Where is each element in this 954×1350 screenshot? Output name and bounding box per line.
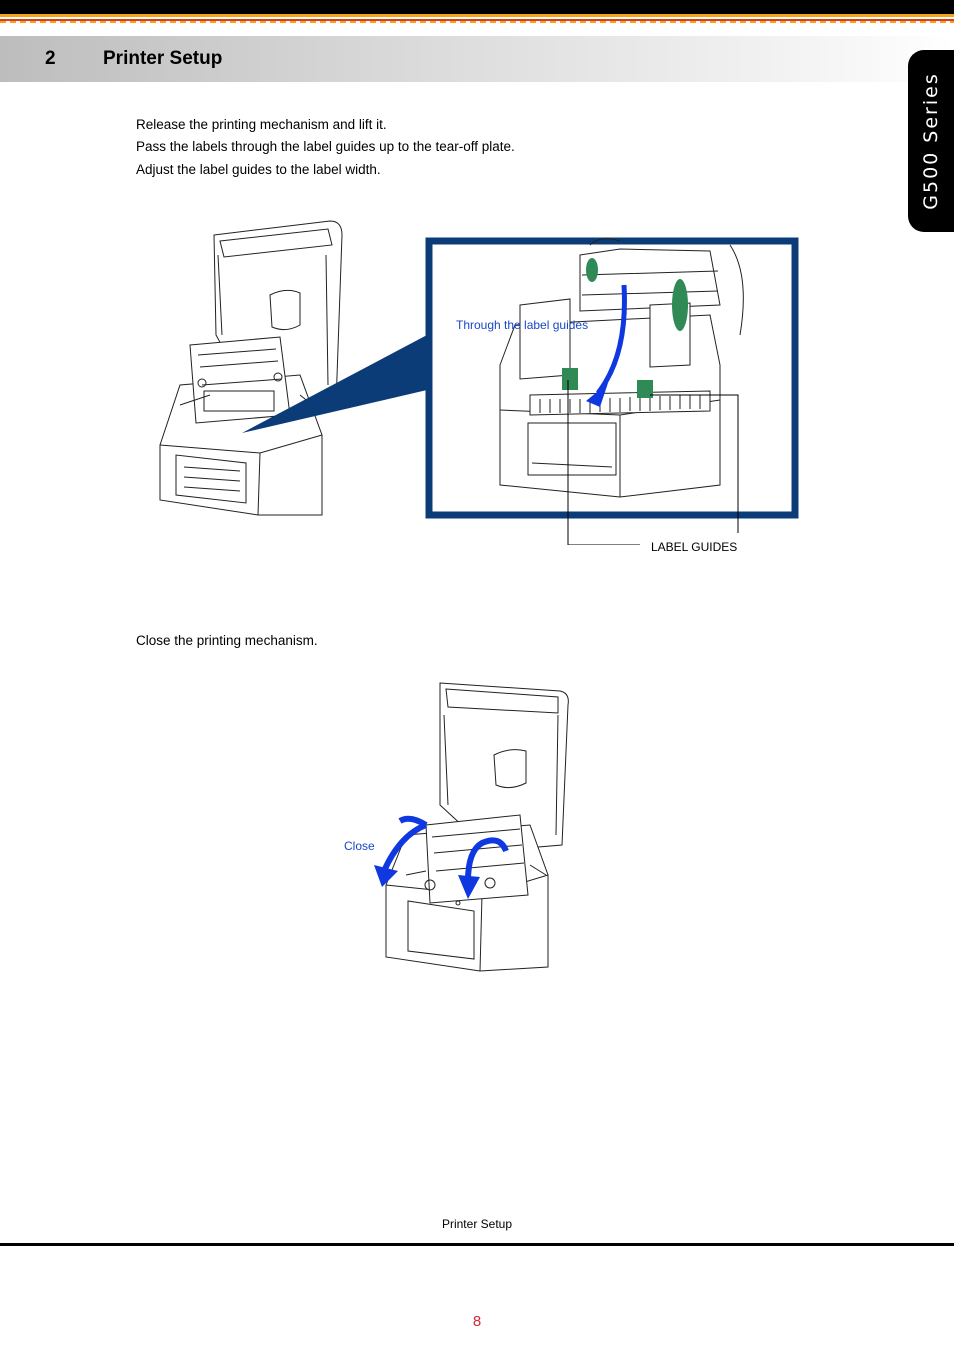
figure-open-printer <box>159 220 799 545</box>
step-adjust-guides: Adjust the label guides to the label wid… <box>136 162 381 177</box>
guide-leader-right <box>650 394 739 533</box>
figure-close-mechanism <box>374 682 569 972</box>
footer-title: Printer Setup <box>441 1217 513 1231</box>
step-release: Release the printing mechanism and lift … <box>136 117 387 132</box>
label-guide-left <box>562 368 578 390</box>
feed-arrowhead <box>586 383 608 407</box>
close-arrow-left <box>381 822 428 873</box>
label-guide-right <box>637 380 653 398</box>
top-stripe-red <box>0 19 954 21</box>
callout-label-guides: LABEL GUIDES <box>651 540 738 554</box>
callout-close: Close <box>344 839 375 853</box>
ribbon-spindle-right <box>672 279 688 331</box>
close-arrow-right <box>465 837 509 882</box>
section-title: Printer Setup <box>103 48 223 69</box>
top-bar <box>0 0 954 14</box>
printer-close-illustration <box>385 682 569 972</box>
step-close: Close the printing mechanism. <box>136 633 318 648</box>
close-arrowhead-left <box>374 865 398 887</box>
ribbon-spindle-left <box>586 258 598 282</box>
callout-through-guides: Through the label guides <box>456 318 589 332</box>
section-heading: 2 Printer Setup <box>0 36 954 82</box>
close-arrowhead-right <box>458 875 480 899</box>
series-side-tab: G500 Series <box>908 50 954 232</box>
top-stripe-dashed <box>0 21 954 23</box>
page-number: 8 <box>472 1313 482 1330</box>
series-label: G500 Series <box>920 72 942 210</box>
footer-rule <box>0 1243 954 1246</box>
printer-small-illustration <box>159 220 343 516</box>
section-number: 2 <box>45 48 56 69</box>
guide-leader-left <box>567 380 640 545</box>
top-stripe <box>0 14 954 17</box>
top-stripe-gap <box>0 17 954 19</box>
feed-arrow <box>596 284 627 395</box>
step-pass-labels: Pass the labels through the label guides… <box>136 139 515 154</box>
zoom-callout-wedge <box>242 335 427 433</box>
